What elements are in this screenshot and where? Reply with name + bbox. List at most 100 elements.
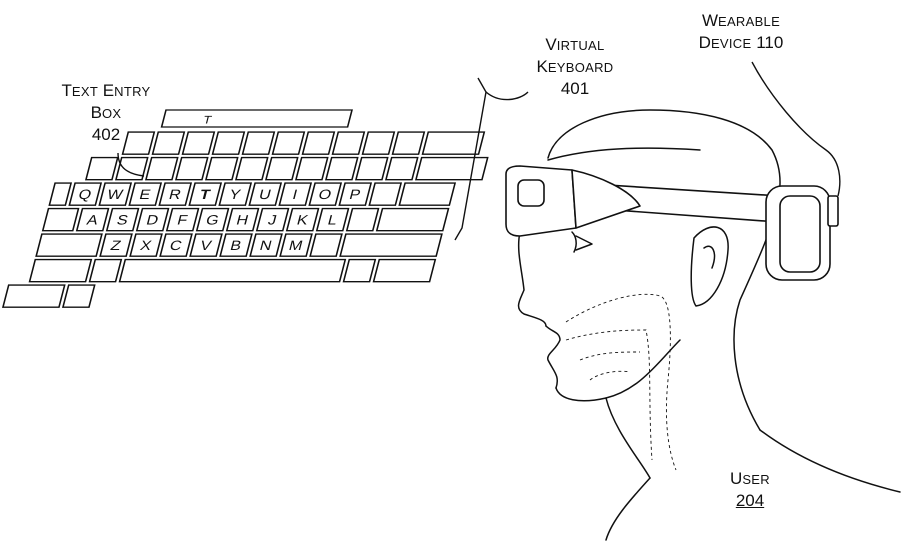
key-blank[interactable] bbox=[144, 156, 179, 181]
key-label: T bbox=[198, 188, 213, 203]
key-v[interactable]: V bbox=[189, 233, 223, 257]
key-f[interactable]: F bbox=[165, 207, 200, 232]
key-blank[interactable] bbox=[271, 131, 306, 155]
key-wide[interactable] bbox=[375, 207, 450, 232]
key-blank[interactable] bbox=[121, 131, 156, 155]
key-modifier[interactable] bbox=[372, 258, 437, 283]
key-label: V bbox=[198, 239, 213, 254]
key-w[interactable]: W bbox=[98, 182, 133, 206]
key-blank[interactable] bbox=[331, 131, 366, 155]
key-blank[interactable] bbox=[234, 156, 269, 181]
key-r[interactable]: R bbox=[158, 182, 193, 206]
key-e[interactable]: E bbox=[128, 182, 163, 206]
key-blank[interactable] bbox=[368, 182, 403, 206]
key-label: G bbox=[204, 213, 220, 228]
key-label: Y bbox=[228, 188, 243, 203]
keyboard-row-bottom bbox=[1, 284, 96, 308]
wearable-device bbox=[505, 165, 839, 281]
key-blank[interactable] bbox=[181, 131, 216, 155]
key-blank[interactable] bbox=[324, 156, 359, 181]
wearable-leader-line bbox=[751, 61, 841, 197]
keyboard-row-space bbox=[28, 258, 437, 283]
key-label: U bbox=[257, 188, 273, 203]
key-p[interactable]: P bbox=[338, 182, 373, 206]
key-label: B bbox=[228, 239, 243, 254]
key-label: O bbox=[317, 188, 333, 203]
text-entry-leader-line bbox=[117, 152, 145, 177]
key-wide[interactable] bbox=[398, 182, 457, 206]
text-entry-box bbox=[160, 109, 353, 128]
key-a[interactable]: A bbox=[75, 207, 110, 232]
key-blank[interactable] bbox=[211, 131, 246, 155]
key-blank[interactable] bbox=[114, 156, 149, 181]
key-blank[interactable] bbox=[294, 156, 329, 181]
rear-button bbox=[827, 195, 839, 227]
key-b[interactable]: B bbox=[219, 233, 253, 257]
key-n[interactable]: N bbox=[249, 233, 283, 257]
key-wide[interactable] bbox=[414, 156, 489, 181]
key-label: L bbox=[326, 213, 339, 228]
key-label: W bbox=[105, 188, 125, 203]
keyboard-row-number bbox=[84, 156, 489, 181]
key-c[interactable]: C bbox=[159, 233, 193, 257]
key-blank[interactable] bbox=[61, 284, 96, 308]
key-label: F bbox=[175, 213, 189, 228]
key-blank[interactable] bbox=[174, 156, 209, 181]
key-modifier[interactable] bbox=[28, 258, 93, 283]
label-text-entry-line2: BOX bbox=[90, 103, 122, 122]
key-label: N bbox=[258, 239, 274, 254]
key-modifier[interactable] bbox=[48, 182, 73, 206]
key-blank[interactable] bbox=[241, 131, 276, 155]
key-o[interactable]: O bbox=[308, 182, 343, 206]
key-label: E bbox=[138, 188, 153, 203]
key-blank[interactable] bbox=[384, 156, 419, 181]
key-blank[interactable] bbox=[342, 258, 377, 283]
label-text-entry-ref: 402 bbox=[91, 125, 121, 144]
key-blank[interactable] bbox=[84, 156, 119, 181]
key-space[interactable] bbox=[118, 258, 347, 283]
key-s[interactable]: S bbox=[105, 207, 140, 232]
key-label: H bbox=[235, 213, 251, 228]
label-keyboard-ref: 401 bbox=[560, 79, 590, 98]
label-user-ref: 204 bbox=[735, 491, 765, 510]
key-i[interactable]: I bbox=[278, 182, 313, 206]
key-y[interactable]: Y bbox=[218, 182, 253, 206]
key-d[interactable]: D bbox=[135, 207, 170, 232]
key-modifier[interactable] bbox=[1, 284, 66, 308]
key-wide[interactable] bbox=[421, 131, 486, 155]
key-blank[interactable] bbox=[264, 156, 299, 181]
key-k[interactable]: K bbox=[285, 207, 320, 232]
key-j[interactable]: J bbox=[255, 207, 290, 232]
label-wearable-line2: DEVICE 110 bbox=[698, 33, 784, 52]
key-z[interactable]: Z bbox=[99, 233, 133, 257]
key-label: K bbox=[295, 213, 310, 228]
key-q[interactable]: Q bbox=[68, 182, 103, 206]
key-blank[interactable] bbox=[204, 156, 239, 181]
key-modifier[interactable] bbox=[35, 233, 103, 257]
key-h[interactable]: H bbox=[225, 207, 260, 232]
user-head bbox=[517, 109, 901, 541]
key-t[interactable]: T bbox=[188, 182, 223, 206]
key-blank[interactable] bbox=[151, 131, 186, 155]
key-blank[interactable] bbox=[88, 258, 123, 283]
key-u[interactable]: U bbox=[248, 182, 283, 206]
key-blank[interactable] bbox=[361, 131, 396, 155]
key-x[interactable]: X bbox=[129, 233, 163, 257]
key-m[interactable]: M bbox=[279, 233, 313, 257]
key-l[interactable]: L bbox=[315, 207, 350, 232]
key-g[interactable]: G bbox=[195, 207, 230, 232]
key-blank[interactable] bbox=[391, 131, 426, 155]
key-blank[interactable] bbox=[354, 156, 389, 181]
key-blank[interactable] bbox=[301, 131, 336, 155]
key-blank[interactable] bbox=[345, 207, 380, 232]
key-label: R bbox=[167, 188, 183, 203]
key-label: X bbox=[138, 239, 153, 254]
label-user: USER 204 bbox=[718, 468, 782, 511]
key-wide[interactable] bbox=[339, 233, 443, 257]
key-modifier[interactable] bbox=[41, 207, 80, 232]
key-blank[interactable] bbox=[309, 233, 343, 257]
